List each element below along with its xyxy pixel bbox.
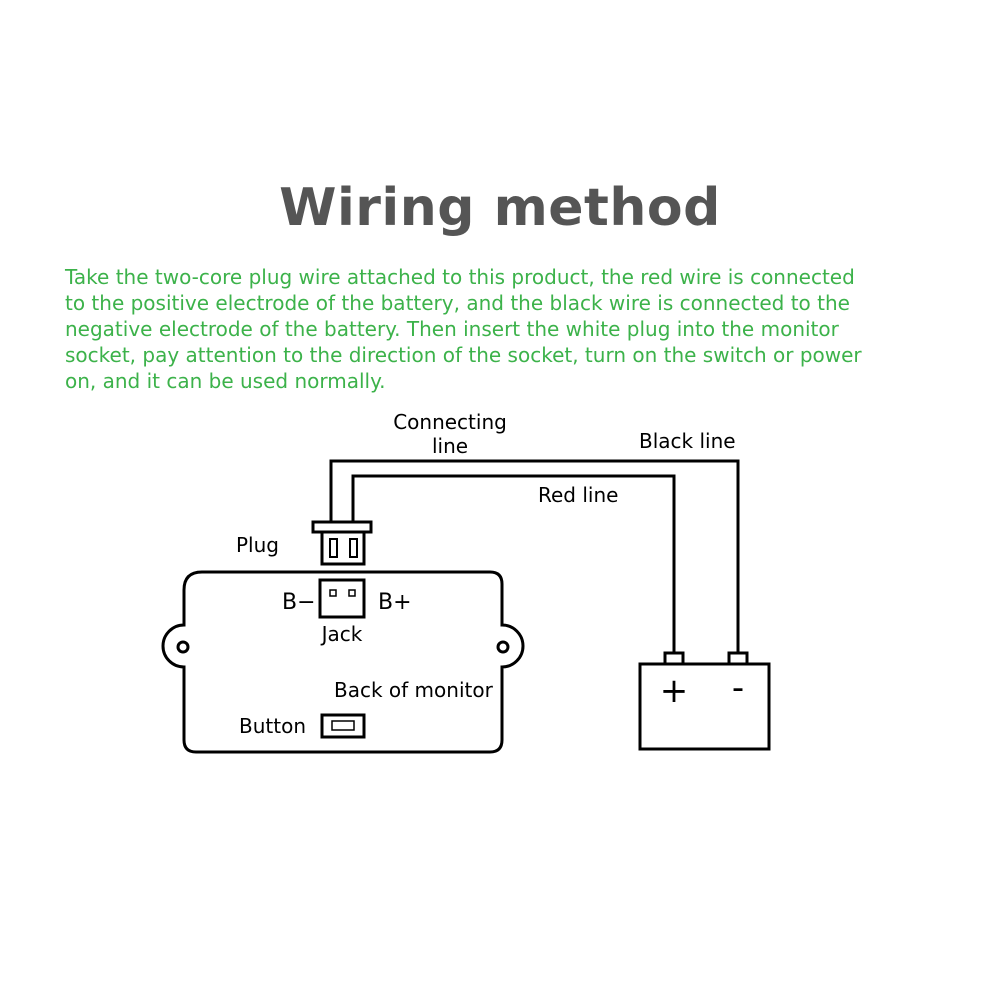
back-of-monitor-label: Back of monitor	[334, 678, 494, 702]
jack	[318, 578, 366, 619]
battery-positive-label: +	[660, 671, 689, 711]
red-wire	[351, 474, 676, 653]
b-plus-label: B+	[378, 590, 412, 615]
battery-negative-label: -	[732, 668, 744, 708]
connecting-line-label-2: line	[432, 434, 468, 458]
plug	[311, 520, 373, 566]
black-line-label: Black line	[639, 429, 736, 453]
description-text: Take the two-core plug wire attached to …	[65, 265, 862, 393]
jack-label: Jack	[320, 622, 363, 646]
connecting-line-label-1: Connecting	[393, 410, 507, 434]
mount-hole-right	[496, 640, 510, 654]
mount-hole-left	[176, 640, 190, 654]
red-line-label: Red line	[538, 483, 618, 507]
monitor-back	[161, 570, 525, 754]
plug-label: Plug	[236, 533, 279, 557]
page-title: Wiring method	[279, 178, 721, 238]
b-minus-label: B−	[282, 590, 316, 615]
battery	[638, 651, 771, 751]
black-wire	[329, 459, 740, 653]
button-label: Button	[239, 714, 306, 738]
monitor-button	[320, 713, 366, 739]
